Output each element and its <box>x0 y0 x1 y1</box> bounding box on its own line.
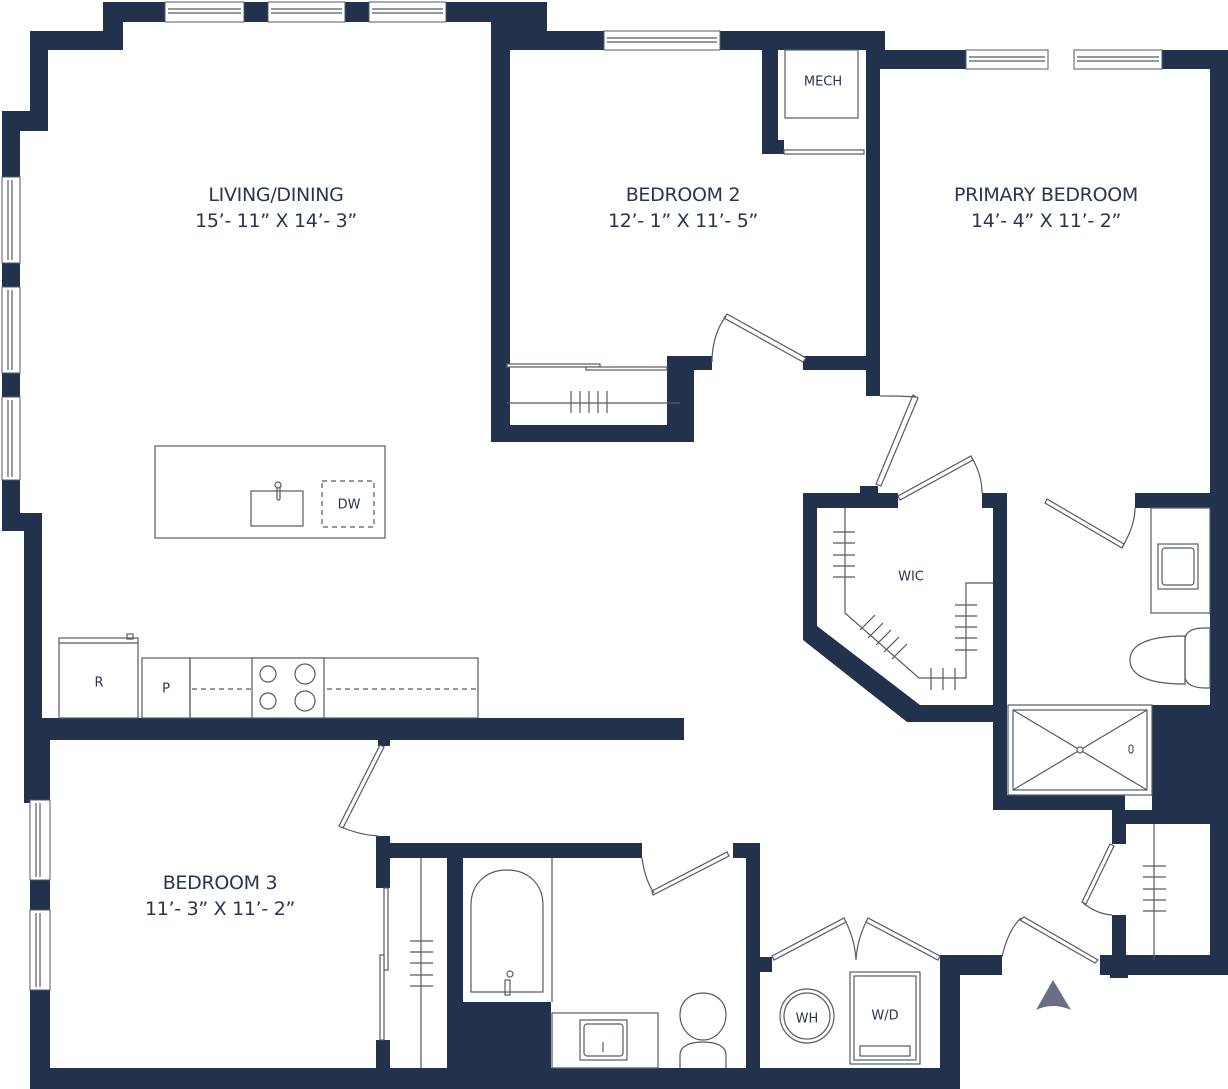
room-name: BEDROOM 2 <box>625 184 741 206</box>
room-label-bedroom-2: BEDROOM 2 12’- 1” X 11’- 5” <box>608 183 758 234</box>
fixtures <box>58 49 1211 1069</box>
room-dimensions: 11’- 3” X 11’- 2” <box>144 897 296 920</box>
pantry-label: P <box>162 681 170 697</box>
room-dimensions: 15’- 11” X 14’- 3” <box>195 209 357 232</box>
interior-walls <box>30 50 1228 1088</box>
doors <box>338 149 1136 1041</box>
dishwasher-label: DW <box>337 497 361 513</box>
room-dimensions: 14’- 4” X 11’- 2” <box>970 209 1122 232</box>
hanger-marks-wic <box>833 531 977 690</box>
room-dimensions: 12’- 1” X 11’- 5” <box>607 209 759 232</box>
room-label-primary-bedroom: PRIMARY BEDROOM 14’- 4” X 11’- 2” <box>954 183 1138 234</box>
hanger-marks-bedroom3 <box>410 940 433 987</box>
hanger-marks-bedroom2 <box>570 391 608 413</box>
washer-dryer-label: W/D <box>871 1008 899 1024</box>
room-name: PRIMARY BEDROOM <box>954 184 1138 206</box>
windows <box>1 1 1163 991</box>
room-label-bedroom-3: BEDROOM 3 11’- 3” X 11’- 2” <box>145 871 295 922</box>
room-name: BEDROOM 3 <box>162 872 278 894</box>
wic-label: WIC <box>898 569 924 585</box>
room-name: LIVING/DINING <box>208 184 344 206</box>
hanger-marks-linen <box>1143 865 1166 912</box>
entry-arrow-icon <box>1036 980 1071 1010</box>
refrigerator-label: R <box>94 675 104 691</box>
room-label-living-dining: LIVING/DINING 15’- 11” X 14’- 3” <box>195 183 357 234</box>
mech-label: MECH <box>803 74 843 90</box>
water-heater-label: WH <box>795 1011 819 1027</box>
